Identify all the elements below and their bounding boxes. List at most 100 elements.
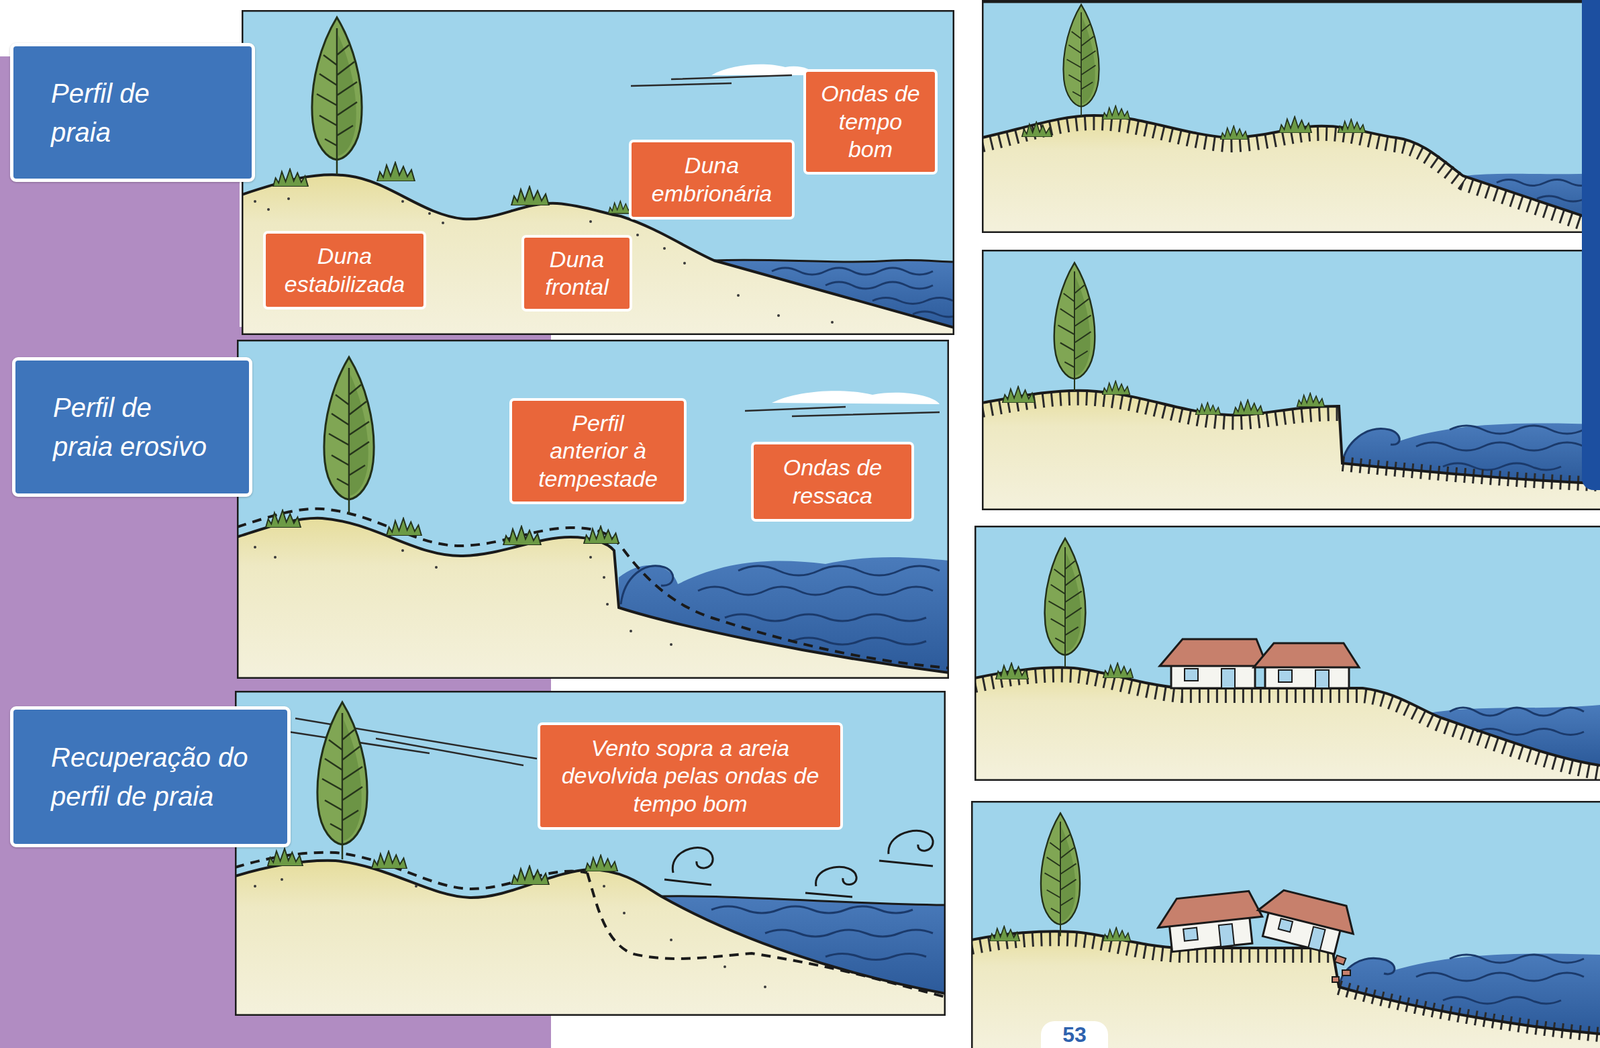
dune-panel — [981, 0, 1600, 233]
illustration-use — [377, 162, 415, 182]
illustration-path — [771, 390, 940, 405]
illustration-use — [265, 510, 301, 528]
illustration-use — [267, 848, 303, 866]
illustration-rect — [981, 0, 1600, 233]
illustration-polygon — [1253, 642, 1360, 668]
illustration-rect — [974, 525, 1600, 781]
illustration-rect — [981, 249, 1600, 511]
house-drawing — [1159, 638, 1360, 688]
page-number-tab: 53 — [1040, 1020, 1109, 1048]
illustration-path — [711, 906, 933, 960]
illustration-path — [1449, 707, 1584, 735]
illustration-use — [1195, 402, 1221, 415]
illustration-rect — [236, 339, 949, 679]
illustration-use — [511, 186, 549, 206]
cliff-panel — [981, 249, 1600, 511]
illustration-rect — [1184, 668, 1198, 681]
illustration-use — [1040, 812, 1080, 936]
illustration-circle — [287, 197, 290, 200]
illustration-use — [1044, 538, 1086, 668]
illustration-circle — [830, 320, 834, 324]
illustration-path — [661, 895, 946, 994]
callout-box: Duna estabilizada — [263, 230, 427, 310]
illustration-circle — [669, 642, 673, 646]
illustration-use — [1279, 116, 1313, 133]
illustration-rect — [1183, 927, 1198, 941]
illustration-path — [981, 115, 1600, 222]
illustration-use — [1022, 122, 1053, 137]
illustration-circle — [683, 261, 686, 265]
callout-text: Perfil anterior à tempestade — [534, 409, 662, 493]
illustration-use — [503, 526, 541, 545]
house-drawing — [1155, 889, 1265, 954]
illustration-rect — [241, 10, 955, 335]
illustration-use — [1103, 663, 1134, 678]
illustration-circle — [629, 629, 633, 633]
illustration-circle — [401, 200, 405, 203]
houses-panel — [974, 525, 1600, 781]
illustration-path — [971, 930, 1600, 1034]
callout-text: Duna embrionária — [641, 151, 783, 208]
illustration-path — [241, 174, 955, 328]
illustration-path — [974, 674, 1600, 773]
callout-text: Duna frontal — [533, 245, 621, 302]
illustration-circle — [253, 884, 257, 888]
illustration-use — [511, 865, 549, 885]
illustration-circle — [280, 877, 284, 881]
illustration-use — [312, 17, 362, 175]
illustration-path — [981, 115, 1600, 233]
illustration-path — [618, 557, 949, 673]
illustration-path — [234, 852, 946, 997]
callout-text: Ondas de ressaca — [763, 453, 902, 510]
illustration-circle — [273, 555, 277, 559]
illustration-use — [989, 926, 1021, 941]
illustration-rect — [1278, 669, 1292, 682]
illustration-rect — [1334, 955, 1347, 965]
illustration-path — [620, 565, 940, 645]
illustration-use — [1296, 392, 1325, 407]
illustration-circle — [267, 208, 270, 211]
callout-box: Perfil anterior à tempestade — [509, 397, 687, 505]
illustration-use — [1102, 926, 1131, 941]
illustration-use — [324, 357, 374, 515]
illustration-rect — [971, 800, 1600, 1048]
illustration-circle — [253, 545, 257, 549]
illustration-circle — [622, 911, 626, 915]
illustration-circle — [602, 884, 606, 888]
illustration-use — [1063, 4, 1099, 118]
illustration-path — [236, 508, 949, 668]
illustration-rect — [1342, 969, 1351, 976]
panel-title: Recuperação do perfil de praia — [51, 737, 253, 816]
illustration-rect — [974, 525, 1600, 781]
illustration-circle — [428, 212, 431, 215]
illustration-path — [711, 64, 816, 76]
illustration-circle — [777, 314, 780, 317]
title-box: Perfil de praia — [10, 42, 256, 182]
illustration-use — [583, 526, 619, 544]
illustration-rect — [1308, 926, 1325, 950]
illustration-path — [661, 895, 946, 905]
callout-text: Duna estabilizada — [275, 242, 414, 298]
callout-box: Duna frontal — [521, 234, 633, 312]
callout-box: Duna embrionária — [628, 139, 795, 220]
illustration-rect — [971, 800, 1600, 1048]
illustration-use — [273, 169, 309, 187]
illustration-polygon — [1155, 889, 1262, 928]
illustration-polygon — [1159, 638, 1268, 666]
illustration-circle — [602, 575, 606, 579]
illustration-use — [1220, 125, 1248, 140]
illustration-polygon — [1258, 885, 1360, 934]
illustration-rect — [1278, 918, 1293, 932]
beach-profile-panel — [241, 10, 955, 335]
illustration-path — [981, 397, 1600, 484]
title-box: Recuperação do perfil de praia — [10, 706, 291, 847]
illustration-g — [253, 545, 673, 646]
page-number: 53 — [1062, 1022, 1087, 1047]
illustration-circle — [606, 602, 609, 606]
illustration-use — [371, 851, 407, 869]
illustration-path — [630, 75, 792, 86]
illustration-circle — [441, 221, 445, 225]
illustration-path — [236, 518, 949, 679]
illustration-rect — [234, 690, 946, 1016]
illustration-use — [1054, 262, 1096, 391]
